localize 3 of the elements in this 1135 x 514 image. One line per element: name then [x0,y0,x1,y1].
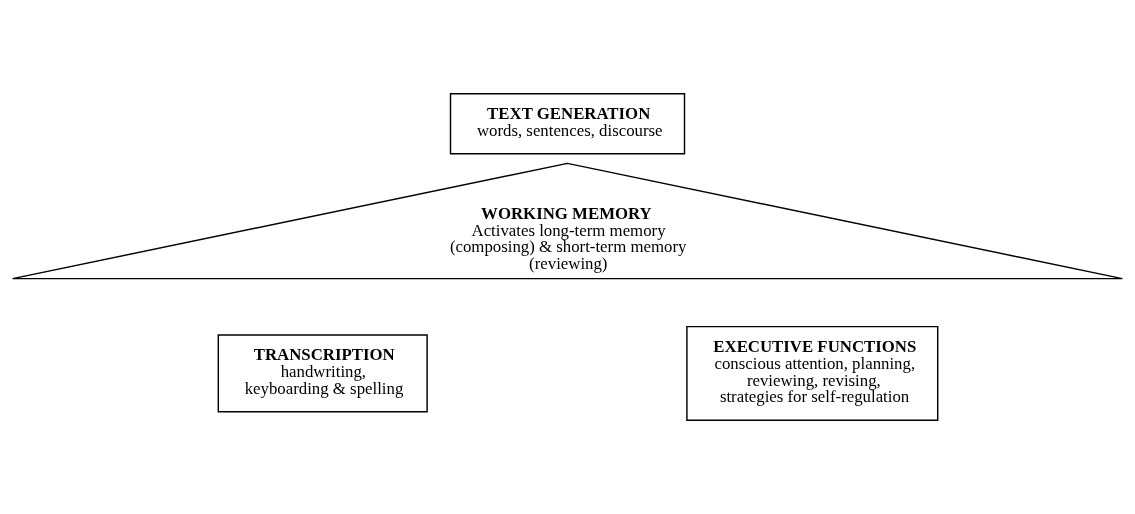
node-box: EXECUTIVE FUNCTIONS conscious attention, planning, reviewing, revising, strategies for self-regulation [686,325,939,421]
node-box: TEXT GENERATION words, sentences, discourse [449,93,686,155]
node-box: TRANSCRIPTION handwriting, keyboarding & spelling [217,334,428,413]
